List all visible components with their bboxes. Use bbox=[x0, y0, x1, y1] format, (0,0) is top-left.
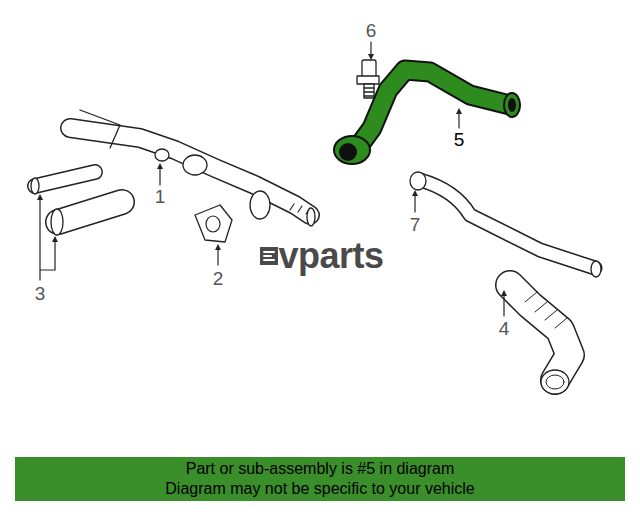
callout-number: 6 bbox=[366, 21, 377, 40]
banner-text: Diagram may not be specific to your vehi… bbox=[15, 479, 625, 499]
banner-text: Part or sub-assembly is #5 in diagram bbox=[15, 459, 625, 479]
watermark: vparts bbox=[278, 238, 383, 274]
hose bbox=[420, 180, 595, 268]
callout-number: 1 bbox=[155, 187, 166, 206]
tube bbox=[58, 202, 122, 222]
callout-number: 4 bbox=[499, 319, 510, 338]
callout-number: 3 bbox=[35, 284, 46, 303]
gasket bbox=[195, 205, 232, 242]
info-banner: Part or sub-assembly is #5 in diagramDia… bbox=[15, 457, 625, 501]
tube bbox=[35, 172, 95, 186]
callout-number: 5 bbox=[454, 130, 465, 149]
callout-number: 7 bbox=[410, 215, 421, 234]
hose bbox=[510, 285, 570, 380]
arrowhead bbox=[37, 54, 507, 296]
logo-icon bbox=[260, 247, 278, 265]
coolant-hose bbox=[356, 70, 510, 150]
callout-number: 2 bbox=[213, 269, 224, 288]
leader-line bbox=[40, 42, 504, 316]
